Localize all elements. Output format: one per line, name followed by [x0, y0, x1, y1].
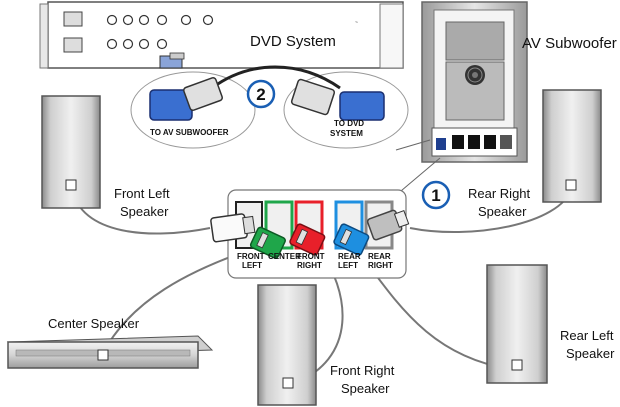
- front-left-terminal: [65, 179, 77, 191]
- dvd-system-side: [39, 3, 49, 69]
- rear-left-speaker: Rear Left Speaker: [486, 264, 615, 384]
- rear-right-terminal: [565, 179, 577, 191]
- callout-line-lower: [394, 157, 441, 197]
- av-subwoofer-label: AV Subwoofer: [522, 35, 617, 52]
- subwoofer-speaker-jack-3: [484, 135, 496, 149]
- callout-line-upper: [395, 139, 431, 151]
- panel-label-rear-right-2: RIGHT: [368, 261, 393, 270]
- step-1-badge: [421, 180, 451, 210]
- subwoofer-speaker-jack-1: [452, 135, 464, 149]
- front-left-label-line1: Front Left: [114, 186, 170, 201]
- to-dvd-system-label-line2: SYSTEM: [330, 129, 363, 138]
- panel-label-front-left-1: FRONT: [237, 252, 265, 261]
- to-av-subwoofer-label: TO AV SUBWOOFER: [150, 128, 229, 137]
- front-left-speaker-body: [41, 95, 101, 209]
- rear-right-speaker: Rear Right Speaker: [468, 89, 602, 219]
- front-left-label-line2: Speaker: [120, 204, 169, 219]
- front-right-label-line2: Speaker: [341, 381, 390, 396]
- panel-label-rear-right-1: REAR: [368, 252, 391, 261]
- front-right-terminal: [282, 377, 294, 389]
- rear-right-speaker-body: [542, 89, 602, 203]
- plug-rear-right: [366, 209, 410, 241]
- center-speaker: Center Speaker: [6, 316, 214, 369]
- plug-front-right: [289, 223, 326, 256]
- plug-center: [249, 226, 286, 259]
- front-left-speaker: Front Left Speaker: [41, 95, 170, 219]
- subwoofer-fan-grille: [465, 65, 485, 85]
- dvd-system-label: DVD System: [250, 33, 336, 50]
- center-speaker-label: Center Speaker: [48, 316, 140, 331]
- step-2-badge: [246, 79, 276, 109]
- av-subwoofer: AV Subwoofer: [421, 1, 617, 163]
- step-1-group: 1: [421, 180, 451, 210]
- svg-text:~: ~: [355, 20, 358, 26]
- front-right-label-line1: Front Right: [330, 363, 395, 378]
- dvd-system-unit: DVD System ~: [39, 1, 404, 69]
- vga-cable-group: TO AV SUBWOOFER TO DVD SYSTEM 2: [130, 65, 409, 149]
- rear-left-label-line2: Speaker: [566, 346, 615, 361]
- panel-label-center: CENTER: [268, 252, 301, 261]
- vga-plug-dvd-side: [290, 78, 336, 116]
- dvd-antenna-jack: [63, 11, 83, 27]
- panel-label-front-left-2: LEFT: [242, 261, 262, 270]
- step-1-number: 1: [431, 186, 440, 205]
- subwoofer-vga-jack: [436, 138, 446, 150]
- subwoofer-speaker-jack-2: [468, 135, 480, 149]
- vga-plug-av-side: [183, 77, 223, 111]
- speaker-connector-panel: FRONT LEFT CENTER FRONT RIGHT REAR LEFT …: [210, 189, 410, 279]
- dvd-fm-jack: [63, 37, 83, 53]
- to-dvd-system-label-line1: TO DVD: [334, 119, 364, 128]
- panel-label-front-right-2: RIGHT: [297, 261, 322, 270]
- rear-left-terminal: [511, 359, 523, 371]
- dvd-system-end-cap: [379, 3, 404, 69]
- center-terminal: [97, 349, 109, 361]
- step-2-number: 2: [256, 85, 265, 104]
- panel-label-front-right-1: FRONT: [297, 252, 325, 261]
- front-right-speaker: Front Right Speaker: [257, 284, 395, 406]
- panel-label-rear-left-2: LEFT: [338, 261, 358, 270]
- rear-right-label-line2: Speaker: [478, 204, 527, 219]
- dvd-rear-jacks: [106, 14, 214, 50]
- subwoofer-speaker-jack-4: [500, 135, 512, 149]
- rear-right-label-line1: Rear Right: [468, 186, 531, 201]
- rear-left-label-line1: Rear Left: [560, 328, 614, 343]
- vga-port-dvd-side: [339, 91, 385, 121]
- dvd-system-body: [47, 1, 404, 69]
- vga-cable: [211, 65, 341, 90]
- plug-rear-left: [333, 223, 370, 256]
- plug-front-left: [210, 213, 256, 243]
- subwoofer-top-plate: [445, 21, 505, 61]
- panel-label-rear-left-1: REAR: [338, 252, 361, 261]
